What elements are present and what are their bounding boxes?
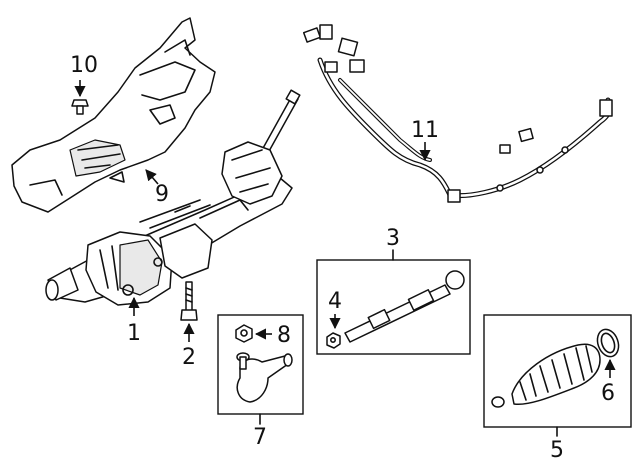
callout-10: 10 xyxy=(70,53,98,78)
callout-11: 11 xyxy=(411,118,439,143)
wiring-harness-part-11[interactable] xyxy=(302,24,613,203)
callout-2: 2 xyxy=(182,345,196,370)
boot-part-5[interactable] xyxy=(491,343,601,408)
arrow-9 xyxy=(145,169,159,185)
inner-tie-rod-part-3[interactable] xyxy=(344,270,465,343)
callout-8: 8 xyxy=(277,323,291,348)
tie-rod-end-part-7[interactable] xyxy=(236,352,293,403)
callout-4: 4 xyxy=(328,289,342,314)
steering-gear-part-1[interactable] xyxy=(45,89,301,306)
nut-part-4[interactable] xyxy=(326,332,341,349)
bolt-part-2[interactable] xyxy=(180,281,198,321)
callout-9: 9 xyxy=(155,182,169,207)
callout-3: 3 xyxy=(386,226,400,251)
callout-5: 5 xyxy=(550,438,564,463)
callout-7: 7 xyxy=(253,425,267,450)
clamp-part-6[interactable] xyxy=(594,326,622,359)
nut-part-8[interactable] xyxy=(235,324,253,343)
bolt-part-10[interactable] xyxy=(71,99,89,115)
callout-6: 6 xyxy=(601,381,615,406)
heat-shield-part-9[interactable] xyxy=(11,17,216,213)
callout-1: 1 xyxy=(127,321,141,346)
